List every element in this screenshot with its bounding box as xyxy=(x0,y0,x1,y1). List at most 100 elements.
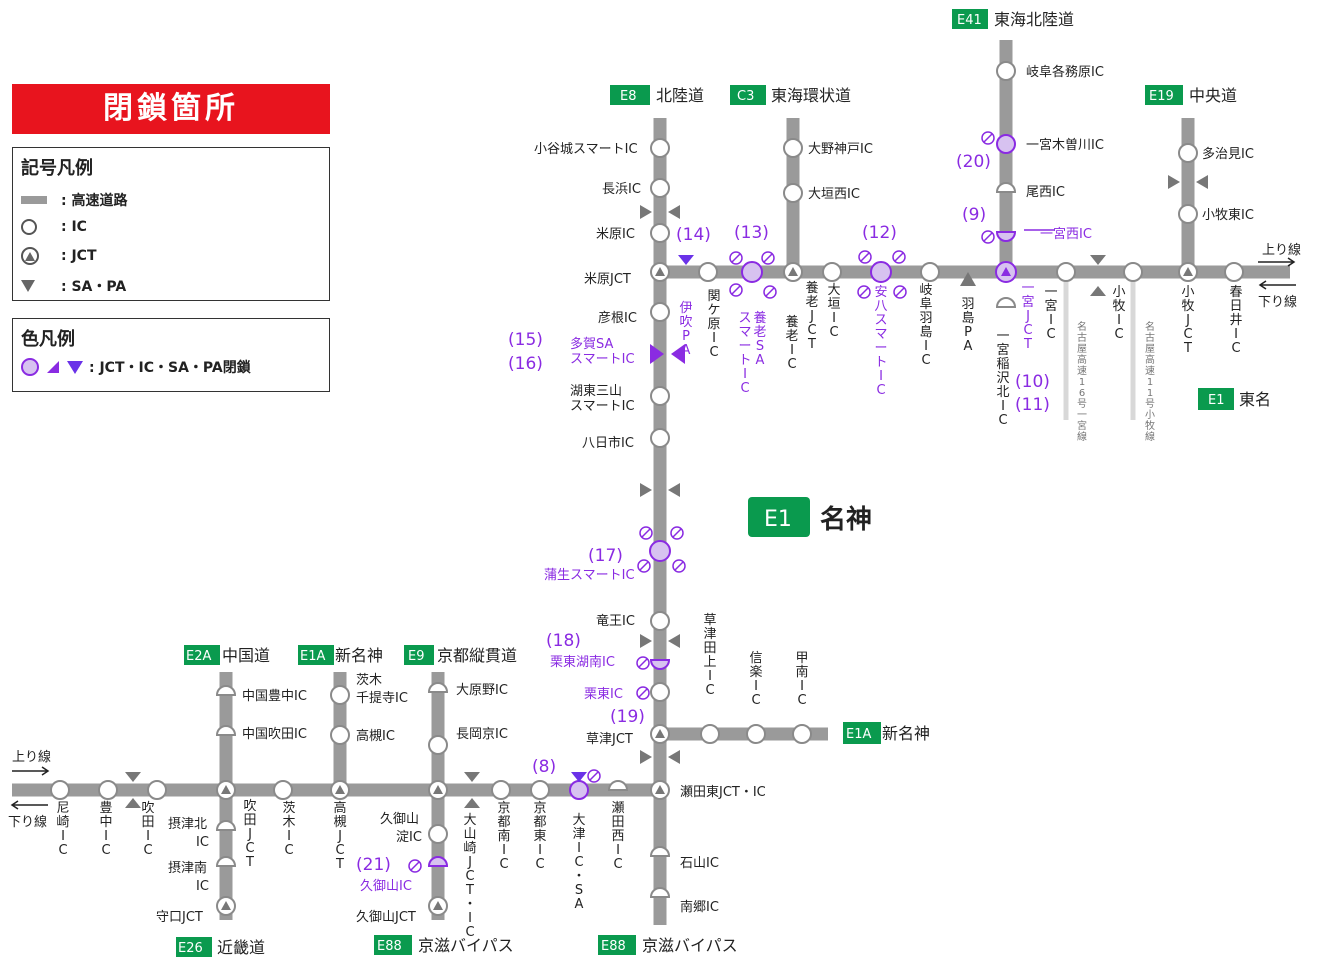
jct-maibara xyxy=(650,262,670,282)
label-hikone: 彦根IC xyxy=(598,310,637,326)
jct-icon xyxy=(21,247,39,265)
ic-kyoto-minami xyxy=(491,780,511,800)
label-seta-jct: 瀬田東JCT・IC xyxy=(680,784,766,800)
ic-nagaokakyo xyxy=(428,735,448,755)
ic-chugoku-suita xyxy=(216,725,236,736)
label-nagahama: 長浜IC xyxy=(602,182,641,197)
closed-yoro-sa xyxy=(741,261,763,283)
ic-kusatsu-tagami xyxy=(700,724,720,744)
closure-21: (21) xyxy=(356,855,391,875)
legend-sapa-row: : SA・PA xyxy=(21,276,126,296)
ic-gifu-hashima xyxy=(920,262,940,282)
route-e8-name: 北陸道 xyxy=(656,86,704,105)
ic-oharano xyxy=(428,682,448,693)
urban-links xyxy=(1063,280,1136,420)
ic-shigaraki xyxy=(746,724,766,744)
closed-otsu-sa xyxy=(571,772,587,782)
ic-bisai xyxy=(996,182,1016,193)
ic-koto xyxy=(650,386,670,406)
label-bisai: 尾西IC xyxy=(1026,185,1065,200)
closure-marks xyxy=(408,131,1054,873)
label-kumiyama-ic: 久御山IC xyxy=(360,879,412,894)
closure-11: (11) xyxy=(1015,395,1050,415)
label-ibaraki-senteiji-1: 茨木 xyxy=(356,673,382,688)
label-chugoku-suita: 中国吹田IC xyxy=(242,727,307,742)
label-ritto: 栗東IC xyxy=(584,686,623,702)
road-icon xyxy=(21,196,47,204)
badge-e41: E41 xyxy=(957,13,982,28)
closed-kumiyama xyxy=(427,856,449,867)
sapa-icon xyxy=(21,280,35,292)
ic-gifu-kakamigahara xyxy=(996,61,1016,81)
label-taga-smart: スマートIC xyxy=(570,352,635,367)
legend-closed-row: : JCT・IC・SA・PA閉鎖 xyxy=(21,357,251,377)
label-taga-sa: 多賀SA xyxy=(570,336,613,352)
closure-20: (20) xyxy=(956,152,991,172)
closure-18: (18) xyxy=(546,631,581,651)
badge-e88b: E88 xyxy=(601,939,626,954)
legend-sapa-label: : SA・PA xyxy=(61,279,127,295)
jct-oyamazaki xyxy=(428,780,448,800)
label-moriguchi: 守口JCT xyxy=(156,910,203,925)
ic-komaki-higashi xyxy=(1178,204,1198,224)
label-odani: 小谷城スマートIC xyxy=(534,142,638,157)
legend-road-label: : 高速道路 xyxy=(61,193,128,209)
closed-iyobuki-pa xyxy=(678,255,694,265)
label-koto-sanzan: 湖東三山 xyxy=(570,383,622,399)
jct-yoro xyxy=(783,262,803,282)
legend-jct-label: : JCT xyxy=(61,248,97,264)
route-e41-name: 東海北陸道 xyxy=(994,10,1074,29)
ic-yokaichi xyxy=(650,428,670,448)
ic-takatsuki xyxy=(330,725,350,745)
ic-odani xyxy=(650,138,670,158)
label-settsu-kita-2: IC xyxy=(196,835,209,850)
route-e1-east-name: 東名 xyxy=(1239,390,1271,409)
label-maibara-ic: 米原IC xyxy=(596,227,635,242)
label-ono-kambe: 大野神戸IC xyxy=(808,142,873,157)
color-legend: 色凡例 : JCT・IC・SA・PA閉鎖 xyxy=(12,318,330,392)
label-oharano: 大原野IC xyxy=(456,683,508,698)
ic-inazawa xyxy=(996,297,1016,308)
badge-e1a-left: E1A xyxy=(300,649,325,664)
closure-17: (17) xyxy=(588,546,623,566)
badge-e1-east: E1 xyxy=(1208,393,1225,408)
route-e1a-left-name: 新名神 xyxy=(335,646,383,665)
route-e9-name: 京都縦貫道 xyxy=(437,646,517,665)
sa-komaki-down xyxy=(1090,286,1106,296)
ic-kyoto-higashi xyxy=(530,780,550,800)
label-ishiyama: 石山IC xyxy=(680,856,719,871)
dir-down-west: 下り線 xyxy=(8,814,47,830)
closure-16: (16) xyxy=(508,354,543,374)
label-maibara-jct: 米原JCT xyxy=(584,272,631,287)
closure-13: (13) xyxy=(734,223,769,243)
route-e1-main-name: 名神 xyxy=(820,504,872,535)
ic-nango xyxy=(650,887,670,898)
ic-settsu-minami xyxy=(216,856,236,867)
jct-takatsuki xyxy=(330,780,350,800)
label-nagaokakyo: 長岡京IC xyxy=(456,727,508,742)
closed-otsu xyxy=(569,780,589,800)
closure-12: (12) xyxy=(862,223,897,243)
ic-komaki xyxy=(1123,262,1143,282)
label-gifu-kakamigahara: 岐阜各務原IC xyxy=(1026,64,1104,80)
pa-suita-up xyxy=(125,772,141,782)
place-labels: 小谷城スマートIC 長浜IC 米原IC 米原JCT 彦根IC 多賀SA スマート… xyxy=(156,64,1254,925)
route-e88a-name: 京滋バイパス xyxy=(418,936,514,955)
